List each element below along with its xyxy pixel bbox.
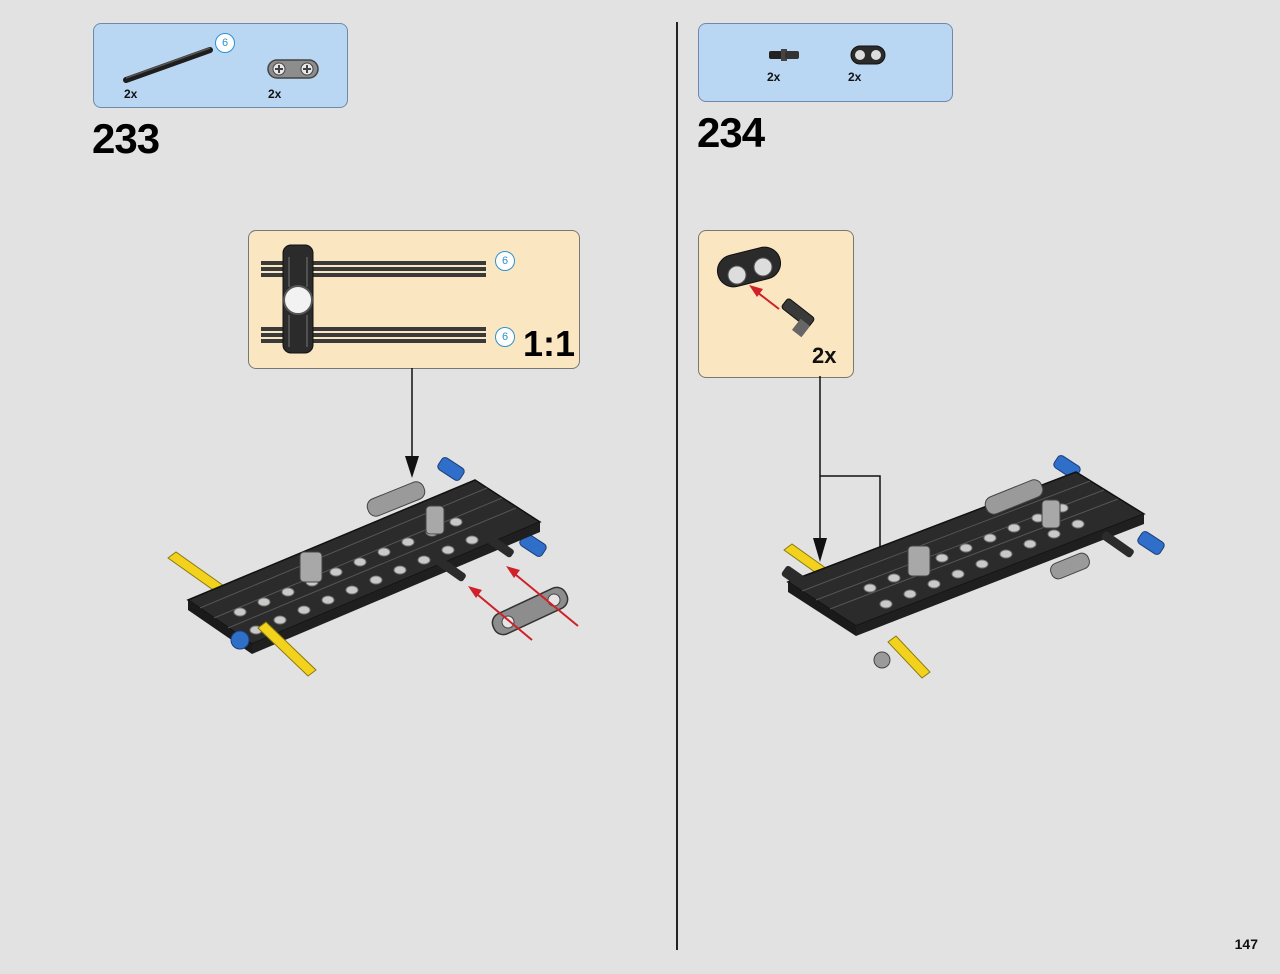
pin-part-icon [769,49,799,61]
part-qty: 2x [848,70,862,84]
parts-list-step-233: 6 2x 2x [93,23,348,108]
callout-pointer-arrow [405,368,419,478]
beam-part-icon [850,45,886,65]
part-qty: 2x [268,87,282,101]
part-qty: 2x [767,70,781,84]
assembly-model-step-234 [781,455,1165,679]
page-divider [676,22,678,950]
length-badge: 6 [495,327,515,347]
scale-label: 1:1 [523,323,576,364]
assembly-detail-icon [261,244,486,354]
length-badge: 6 [215,33,235,53]
length-badge: 6 [495,251,515,271]
step-number: 233 [92,115,160,162]
callout-step-234: 2x [698,230,854,378]
axle-part-icon [123,47,213,83]
assembly-model-step-233 [167,457,579,677]
step-number: 234 [697,109,765,156]
connector-part-icon [267,59,319,79]
page-number: 147 [1234,936,1258,952]
parts-list-step-234: 2x 2x [698,23,953,102]
part-qty: 2x [124,87,138,101]
assembly-detail-icon [716,246,815,338]
callout-step-233: 6 6 1:1 [248,230,580,369]
callout-qty: 2x [812,343,837,368]
